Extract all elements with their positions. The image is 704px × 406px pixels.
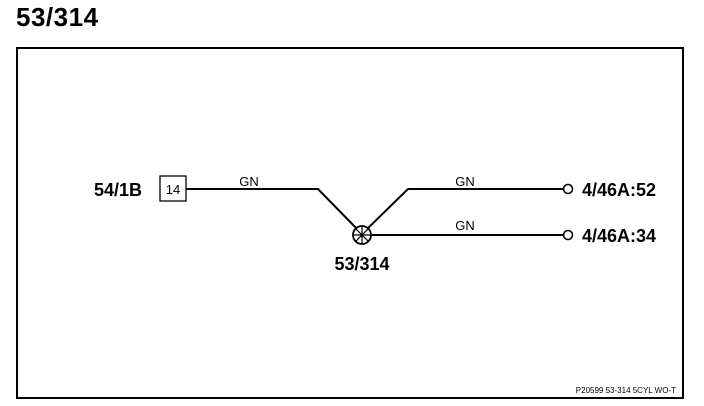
destination-2-label: 4/46A:34: [582, 226, 656, 246]
diagram-frame: [16, 47, 684, 399]
terminal-2-icon: [562, 229, 574, 241]
figure-reference: P20599 53-314 5CYL WO-T: [576, 386, 676, 395]
splice-label: 53/314: [334, 254, 389, 274]
connector-label: 54/1B: [94, 180, 142, 200]
wire-output-1-color: GN: [455, 174, 475, 189]
connector-pin-number: 14: [166, 182, 180, 197]
page-title: 53/314: [16, 2, 99, 32]
wire-input-color: GN: [239, 174, 259, 189]
splice-symbol: [352, 225, 372, 245]
terminal-1-icon: [562, 183, 574, 195]
wire-output-2-color: GN: [455, 218, 475, 233]
wire-input: [186, 188, 361, 233]
destination-1-label: 4/46A:52: [582, 180, 656, 200]
wire-output-1: [363, 188, 563, 233]
connector-pin-box: [159, 175, 187, 202]
